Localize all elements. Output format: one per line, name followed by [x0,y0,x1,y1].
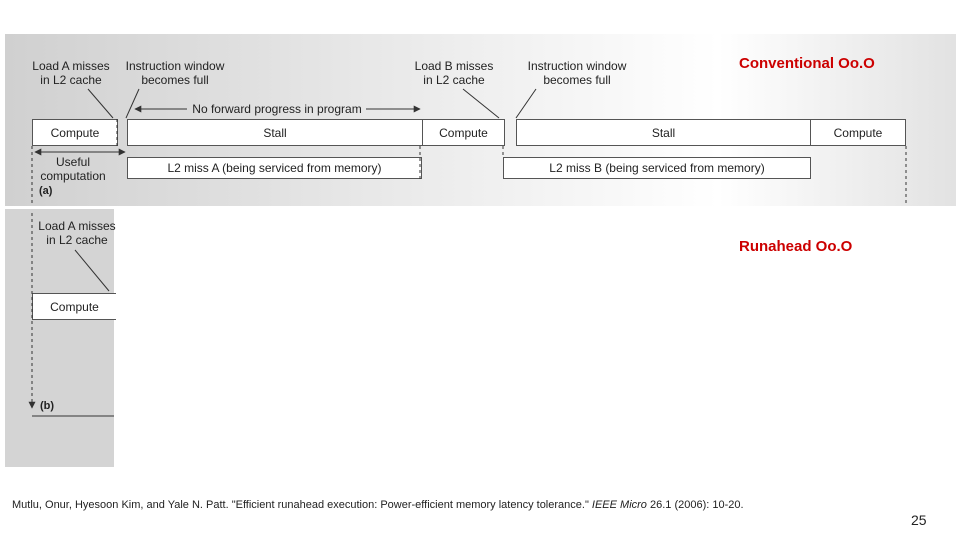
no-forward-progress-label: No forward progress in program [192,102,362,116]
diagram-b-tag: (b) [40,400,55,412]
load-b-pointer [462,88,500,119]
runahead-diagram-panel [5,209,114,467]
load-a-miss-label: Load A misses in L2 cache [32,59,110,87]
runahead-timeline-compute-1: Compute [32,293,116,320]
runahead-ooo-title: Runahead Oo.O [739,238,853,255]
window-b-pointer [515,88,537,119]
load-b-miss-label: Load B misses in L2 cache [414,59,494,87]
timeline-stall-1: Stall [127,119,423,146]
window-full-b-label: Instruction window becomes full [527,59,627,87]
l2-miss-b-box: L2 miss B (being serviced from memory) [503,157,811,179]
window-full-a-label: Instruction window becomes full [125,59,225,87]
window-a-pointer [125,88,140,119]
timeline-compute-2: Compute [422,119,505,146]
diagram-a-tag: (a) [39,185,53,197]
useful-computation-label: Useful computation [40,155,106,183]
conventional-ooo-title: Conventional Oo.O [739,55,875,72]
citation: Mutlu, Onur, Hyesoon Kim, and Yale N. Pa… [12,499,744,511]
timeline-stall-2: Stall [516,119,811,146]
l2-miss-a-box: L2 miss A (being serviced from memory) [127,157,422,179]
runahead-load-a-pointer [74,249,110,292]
page-number: 25 [911,512,927,528]
timeline-compute-3: Compute [810,119,906,146]
timeline-compute-1: Compute [32,119,118,146]
load-a-pointer [87,88,114,119]
runahead-load-a-miss-label: Load A misses in L2 cache [38,219,116,247]
